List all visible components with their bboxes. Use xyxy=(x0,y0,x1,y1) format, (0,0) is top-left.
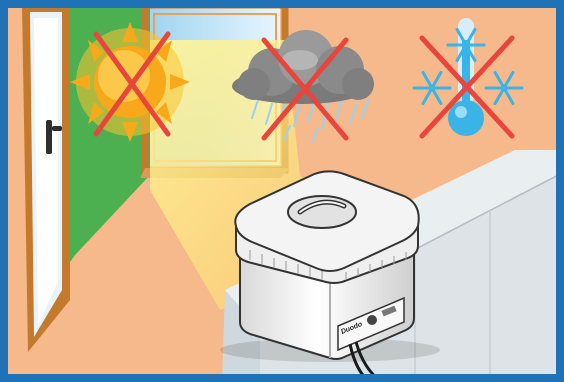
control-dial xyxy=(367,315,377,325)
fermenter-appliance-icon: Duodo xyxy=(220,171,440,382)
window-handle xyxy=(46,120,52,154)
